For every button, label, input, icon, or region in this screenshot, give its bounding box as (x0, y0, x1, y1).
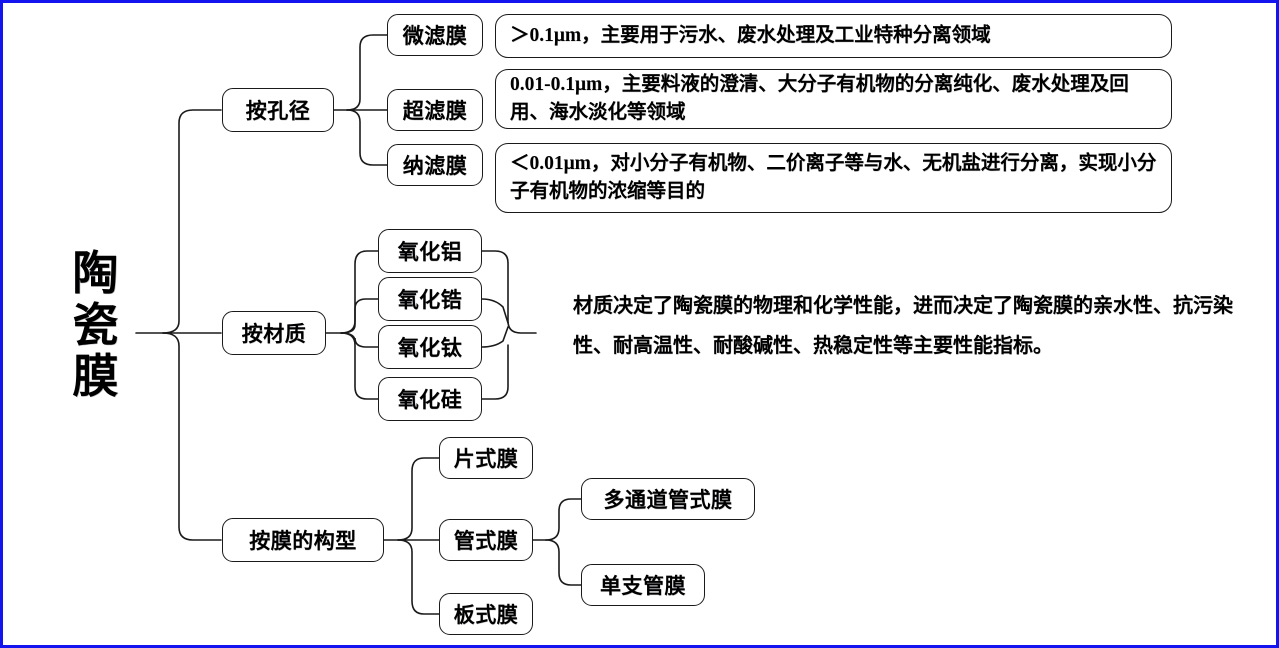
node-titania-label: 氧化钛 (397, 336, 463, 360)
material-to-silica (340, 332, 379, 400)
tubular-to-multichannel (545, 498, 582, 541)
branch-by-material[interactable]: 按材质 (222, 311, 326, 355)
node-ultrafiltration-label: 超滤膜 (402, 99, 468, 123)
description-ultrafiltration: 0.01-0.1μm，主要料液的澄清、大分子有机物的分离纯化、废水处理及回用、海… (495, 69, 1172, 129)
root-node-label: 陶瓷膜 (72, 248, 120, 403)
node-ultrafiltration[interactable]: 超滤膜 (387, 89, 483, 131)
node-alumina-label: 氧化铝 (397, 240, 463, 264)
pore-to-micro (346, 34, 388, 111)
node-tubular-membrane[interactable]: 管式膜 (439, 519, 533, 561)
tubular-to-single (545, 539, 582, 586)
node-nanofiltration-label: 纳滤膜 (402, 154, 468, 178)
node-plate-membrane-label: 板式膜 (453, 603, 519, 627)
branch-by-configuration[interactable]: 按膜的构型 (222, 518, 384, 562)
node-zirconia-label: 氧化锆 (397, 288, 463, 312)
alumina-merge (481, 250, 537, 334)
node-sheet-membrane-label: 片式膜 (453, 447, 519, 471)
zirconia-merge (481, 298, 509, 324)
pore-to-nano (346, 109, 388, 166)
branch-by-pore-size-label: 按孔径 (245, 99, 311, 123)
node-tubular-membrane-label: 管式膜 (453, 529, 519, 553)
node-alumina[interactable]: 氧化铝 (378, 229, 482, 273)
node-silica[interactable]: 氧化硅 (378, 377, 482, 421)
config-to-plate (397, 539, 440, 615)
silica-merge (481, 344, 509, 400)
description-ultrafiltration-text: 0.01-0.1μm，主要料液的澄清、大分子有机物的分离纯化、废水处理及回用、海… (510, 74, 1129, 123)
description-nanofiltration: ＜0.01μm，对小分子有机物、二价离子等与水、无机盐进行分离，实现小分子有机物… (495, 143, 1172, 213)
node-multichannel-tubular[interactable]: 多通道管式膜 (581, 478, 755, 520)
node-plate-membrane[interactable]: 板式膜 (439, 593, 533, 635)
trunk-to-configuration (162, 332, 222, 541)
material-to-alumina (340, 250, 379, 334)
material-note-text: 材质决定了陶瓷膜的物理和化学性能，进而决定了陶瓷膜的亲水性、抗污染性、耐高温性、… (573, 295, 1233, 357)
branch-by-configuration-label: 按膜的构型 (249, 529, 357, 553)
node-zirconia[interactable]: 氧化锆 (378, 277, 482, 321)
node-sheet-membrane[interactable]: 片式膜 (439, 437, 533, 479)
node-multichannel-tubular-label: 多通道管式膜 (603, 488, 733, 512)
description-microfiltration: ＞0.1μm，主要用于污水、废水处理及工业特种分离领域 (495, 14, 1172, 58)
branch-by-material-label: 按材质 (241, 322, 307, 346)
description-nanofiltration-text: ＜0.01μm，对小分子有机物、二价离子等与水、无机盐进行分离，实现小分子有机物… (510, 153, 1157, 202)
config-to-sheet (397, 457, 440, 541)
material-to-zirconia (340, 298, 379, 334)
node-microfiltration[interactable]: 微滤膜 (387, 14, 483, 56)
node-microfiltration-label: 微滤膜 (402, 24, 468, 48)
node-single-tube[interactable]: 单支管膜 (581, 564, 705, 606)
node-nanofiltration[interactable]: 纳滤膜 (387, 144, 483, 186)
node-silica-label: 氧化硅 (397, 388, 463, 412)
description-microfiltration-text: ＞0.1μm，主要用于污水、废水处理及工业特种分离领域 (510, 25, 991, 47)
trunk-to-pore (162, 109, 222, 334)
node-titania[interactable]: 氧化钛 (378, 325, 482, 369)
branch-by-pore-size[interactable]: 按孔径 (222, 88, 334, 132)
titania-merge (481, 326, 509, 348)
node-single-tube-label: 单支管膜 (600, 574, 686, 598)
material-to-titania (340, 332, 379, 348)
